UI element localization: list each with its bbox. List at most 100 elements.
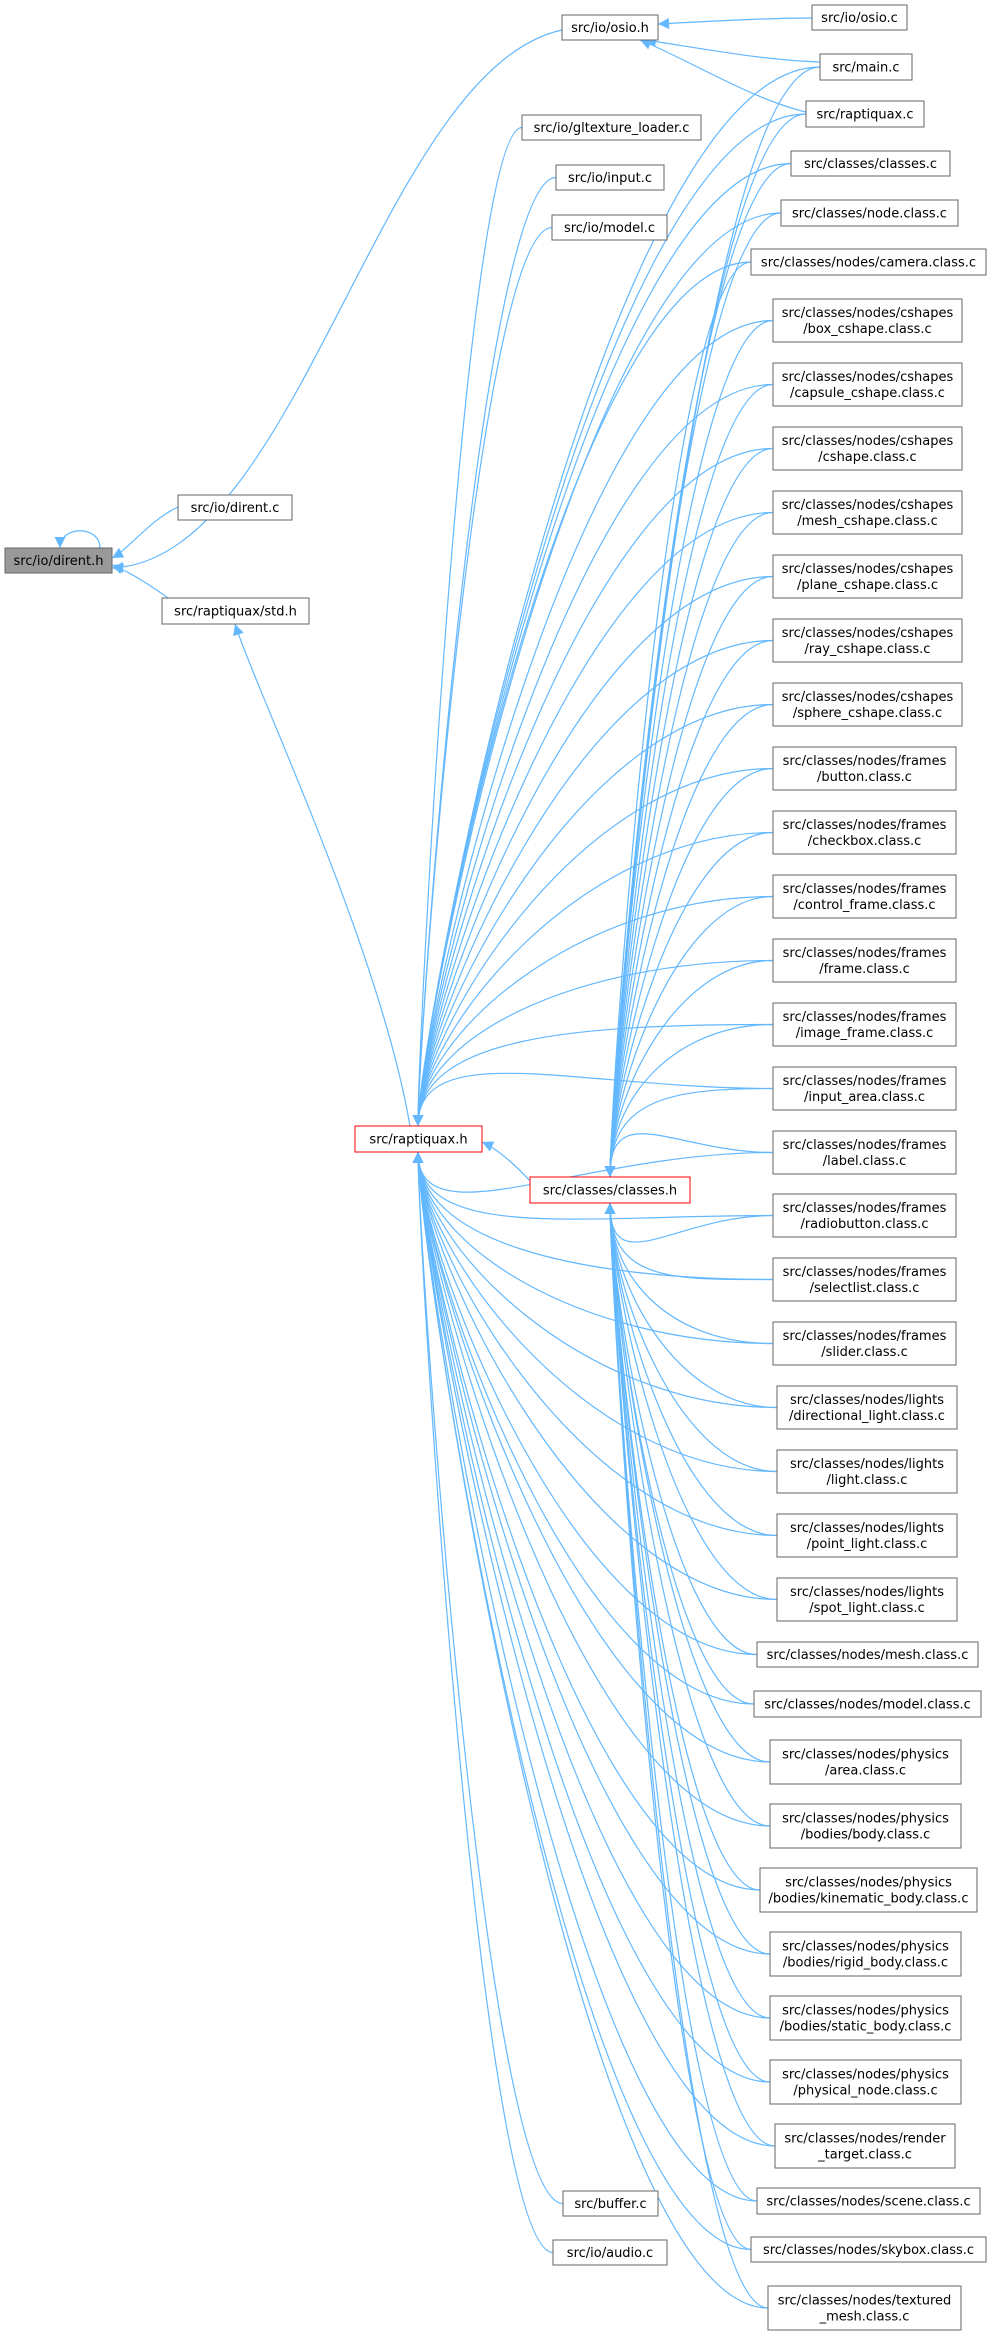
node-area-class[interactable]: src/classes/nodes/physics/area.class.c bbox=[769, 1739, 962, 1785]
node-box bbox=[772, 1002, 957, 1047]
dependency-edge bbox=[609, 1133, 774, 1178]
node-rigid-body[interactable]: src/classes/nodes/physics/bodies/rigid_b… bbox=[769, 1931, 962, 1977]
node-checkbox[interactable]: src/classes/nodes/frames/checkbox.class.… bbox=[772, 810, 957, 855]
node-box bbox=[772, 1066, 957, 1111]
node-box bbox=[759, 1867, 978, 1913]
node-label: /plane_cshape.class.c bbox=[797, 578, 938, 593]
node-ray-cshape[interactable]: src/classes/nodes/cshapes/ray_cshape.cla… bbox=[772, 618, 963, 663]
node-button[interactable]: src/classes/nodes/frames/button.class.c bbox=[772, 746, 957, 791]
node-control-frame[interactable]: src/classes/nodes/frames/control_frame.c… bbox=[772, 874, 957, 919]
node-input-area[interactable]: src/classes/nodes/frames/input_area.clas… bbox=[772, 1066, 957, 1111]
dependency-edge bbox=[417, 1151, 771, 1763]
node-label: /bodies/static_body.class.c bbox=[780, 2020, 952, 2035]
node-classes-h[interactable]: src/classes/classes.h bbox=[529, 1176, 691, 1204]
node-label: src/classes/nodes/frames bbox=[783, 1201, 947, 1216]
node-light[interactable]: src/classes/nodes/lights/light.class.c bbox=[776, 1449, 958, 1494]
node-audio-c[interactable]: src/io/audio.c bbox=[552, 2239, 668, 2266]
node-std-h[interactable]: src/raptiquax/std.h bbox=[161, 597, 310, 625]
node-main-c[interactable]: src/main.c bbox=[819, 53, 913, 81]
node-label: /bodies/rigid_body.class.c bbox=[783, 1956, 948, 1971]
node-image-frame[interactable]: src/classes/nodes/frames/image_frame.cla… bbox=[772, 1002, 957, 1047]
node-box bbox=[780, 199, 959, 227]
node-static-body[interactable]: src/classes/nodes/physics/bodies/static_… bbox=[769, 1995, 962, 2041]
node-capsule-cshape[interactable]: src/classes/nodes/cshapes/capsule_cshape… bbox=[772, 362, 963, 407]
node-selectlist[interactable]: src/classes/nodes/frames/selectlist.clas… bbox=[772, 1257, 957, 1302]
node-label: /button.class.c bbox=[817, 770, 912, 785]
node-skybox-class[interactable]: src/classes/nodes/skybox.class.c bbox=[750, 2236, 987, 2263]
node-camera-class[interactable]: src/classes/nodes/camera.class.c bbox=[750, 248, 987, 276]
node-label: /cshape.class.c bbox=[818, 450, 916, 465]
node-box bbox=[772, 1130, 957, 1175]
node-dirent-c[interactable]: src/io/dirent.c bbox=[177, 494, 293, 521]
node-node-class[interactable]: src/classes/node.class.c bbox=[780, 199, 959, 227]
node-label: _mesh.class.c bbox=[819, 2310, 910, 2325]
edges-layer bbox=[54, 17, 821, 2309]
dependency-edge bbox=[609, 1202, 758, 1656]
node-osio-c[interactable]: src/io/osio.c bbox=[811, 4, 908, 31]
node-box bbox=[561, 14, 659, 41]
dependency-edge bbox=[609, 1202, 774, 1281]
node-physical-node[interactable]: src/classes/nodes/physics/physical_node.… bbox=[769, 2059, 962, 2105]
node-label: /input_area.class.c bbox=[804, 1090, 925, 1105]
node-render-target[interactable]: src/classes/nodes/render_target.class.c bbox=[774, 2123, 956, 2169]
node-classes-c[interactable]: src/classes/classes.c bbox=[790, 150, 951, 177]
node-label: src/classes/nodes/frames bbox=[783, 1074, 947, 1089]
node-box bbox=[753, 1690, 982, 1718]
node-label: /radiobutton.class.c bbox=[800, 1217, 928, 1232]
node-box-cshape[interactable]: src/classes/nodes/cshapes/box_cshape.cla… bbox=[772, 298, 963, 343]
dependency-edge bbox=[417, 1151, 761, 1891]
node-label: /light.class.c bbox=[827, 1473, 908, 1488]
node-directional-light[interactable]: src/classes/nodes/lights/directional_lig… bbox=[776, 1385, 958, 1430]
node-label: src/classes/classes.h bbox=[543, 1184, 677, 1199]
node-label: src/classes/nodes/cshapes bbox=[782, 370, 954, 385]
node-label: src/io/dirent.c bbox=[191, 501, 280, 516]
node-textured-mesh[interactable]: src/classes/nodes/textured_mesh.class.c bbox=[767, 2285, 962, 2331]
node-gltexture[interactable]: src/io/gltexture_loader.c bbox=[521, 114, 702, 141]
dependency-edge bbox=[639, 39, 821, 116]
node-box bbox=[772, 1257, 957, 1302]
edge-arrowhead bbox=[658, 17, 670, 29]
edge-arrowhead bbox=[112, 562, 124, 574]
node-label: /control_frame.class.c bbox=[793, 898, 935, 913]
node-spot-light[interactable]: src/classes/nodes/lights/spot_light.clas… bbox=[776, 1577, 958, 1622]
dependency-edge bbox=[417, 1151, 771, 1827]
node-body-class[interactable]: src/classes/nodes/physics/bodies/body.cl… bbox=[769, 1803, 962, 1849]
node-box bbox=[769, 1995, 962, 2041]
node-scene-class[interactable]: src/classes/nodes/scene.class.c bbox=[756, 2187, 981, 2215]
node-mesh-cshape[interactable]: src/classes/nodes/cshapes/mesh_cshape.cl… bbox=[772, 490, 963, 535]
node-input-c[interactable]: src/io/input.c bbox=[555, 164, 665, 191]
node-model-c[interactable]: src/io/model.c bbox=[551, 214, 668, 241]
node-box bbox=[750, 2236, 987, 2263]
edge-arrowhead bbox=[640, 38, 653, 50]
dependency-edge bbox=[609, 1087, 774, 1178]
node-model-class[interactable]: src/classes/nodes/model.class.c bbox=[753, 1690, 982, 1718]
node-label: src/classes/nodes/scene.class.c bbox=[766, 2195, 970, 2210]
node-box bbox=[772, 362, 963, 407]
node-kinematic-body[interactable]: src/classes/nodes/physics/bodies/kinemat… bbox=[759, 1867, 978, 1913]
node-sphere-cshape[interactable]: src/classes/nodes/cshapes/sphere_cshape.… bbox=[772, 682, 963, 727]
node-radiobutton[interactable]: src/classes/nodes/frames/radiobutton.cla… bbox=[772, 1193, 957, 1238]
node-label: src/classes/nodes/frames bbox=[783, 818, 947, 833]
node-label: src/classes/nodes/camera.class.c bbox=[761, 256, 976, 271]
node-label[interactable]: src/classes/nodes/frames/label.class.c bbox=[772, 1130, 957, 1175]
dependency-edge bbox=[417, 1151, 774, 1193]
node-slider[interactable]: src/classes/nodes/frames/slider.class.c bbox=[772, 1321, 957, 1366]
node-raptiquax-h[interactable]: src/raptiquax.h bbox=[354, 1125, 483, 1153]
node-buffer-c[interactable]: src/buffer.c bbox=[562, 2190, 659, 2217]
dependency-edge bbox=[234, 623, 411, 1127]
node-point-light[interactable]: src/classes/nodes/lights/point_light.cla… bbox=[776, 1513, 958, 1558]
dependency-edge bbox=[609, 1202, 755, 1705]
dependency-edge bbox=[111, 29, 563, 569]
node-label: /directional_light.class.c bbox=[789, 1409, 945, 1424]
node-box bbox=[161, 597, 310, 625]
node-frame[interactable]: src/classes/nodes/frames/frame.class.c bbox=[772, 938, 957, 983]
node-cshape[interactable]: src/classes/nodes/cshapes/cshape.class.c bbox=[772, 426, 963, 471]
node-plane-cshape[interactable]: src/classes/nodes/cshapes/plane_cshape.c… bbox=[772, 554, 963, 599]
node-dirent-h[interactable]: src/io/dirent.h bbox=[4, 547, 113, 574]
dependency-edge bbox=[609, 1202, 774, 1345]
node-osio-h[interactable]: src/io/osio.h bbox=[561, 14, 659, 41]
node-mesh-class[interactable]: src/classes/nodes/mesh.class.c bbox=[756, 1641, 979, 1668]
node-label: /checkbox.class.c bbox=[808, 834, 922, 849]
node-raptiquax-c[interactable]: src/raptiquax.c bbox=[805, 100, 925, 128]
node-label: src/classes/nodes/frames bbox=[783, 1138, 947, 1153]
